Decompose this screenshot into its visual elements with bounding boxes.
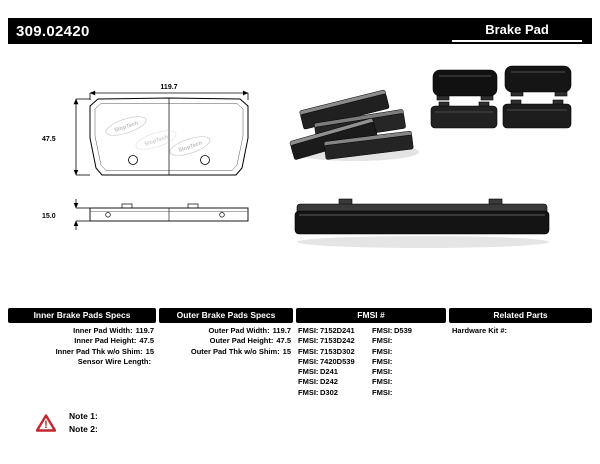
spec-value: 119.7 <box>272 326 291 335</box>
inner-specs-rows: Inner Pad Width:119.7 Inner Pad Height:4… <box>8 326 156 367</box>
fmsi-label: FMSI: <box>372 367 393 377</box>
fmsi-value: D302 <box>320 387 338 397</box>
spec-row: Outer Pad Height:47.5 <box>159 336 293 346</box>
spec-label: Hardware Kit #: <box>452 326 508 335</box>
spec-row: Hardware Kit #: <box>449 326 592 336</box>
fmsi-header: FMSI # <box>296 308 446 323</box>
spec-value: 15 <box>282 346 291 356</box>
fmsi-label: FMSI: <box>298 346 319 356</box>
fmsi-row: FMSI: <box>372 388 444 398</box>
spec-row: Inner Pad Thk w/o Shim:15 <box>8 347 156 357</box>
fmsi-label: FMSI: <box>372 387 393 397</box>
fmsi-row: FMSI: <box>372 377 444 387</box>
fmsi-value: 7420D539 <box>320 356 355 366</box>
fmsi-label: FMSI: <box>298 326 319 335</box>
fmsi-label: FMSI: <box>372 356 393 366</box>
warning-icon: ! <box>36 414 56 432</box>
inner-specs-column: Inner Brake Pads Specs Inner Pad Width:1… <box>8 308 156 367</box>
fmsi-row: FMSI:7153D242 <box>298 336 372 346</box>
fmsi-row: FMSI:7152D241 <box>298 326 372 336</box>
fmsi-value: D242 <box>320 377 338 387</box>
fmsi-label: FMSI: <box>298 377 319 387</box>
fmsi-row: FMSI: <box>372 347 444 357</box>
watermark-text: StopTech <box>114 120 140 134</box>
product-photos <box>289 65 572 248</box>
outer-specs-rows: Outer Pad Width:119.7 Outer Pad Height:4… <box>159 326 293 357</box>
related-parts-rows: Hardware Kit #: <box>449 326 592 336</box>
fmsi-label: FMSI: <box>298 356 319 366</box>
product-photo-long-pad <box>294 198 550 248</box>
fmsi-label: FMSI: <box>372 346 393 356</box>
fmsi-value: 7152D241 <box>320 326 355 335</box>
related-parts-column: Related Parts Hardware Kit #: <box>449 308 592 336</box>
technical-drawing: 119.7 47.5 StopTech StopTech <box>42 84 249 230</box>
inner-specs-header: Inner Brake Pads Specs <box>8 308 156 323</box>
fmsi-rows: FMSI:7152D241 FMSI:7153D242 FMSI:7153D30… <box>296 326 446 398</box>
spec-value: 119.7 <box>135 326 154 335</box>
fmsi-row: FMSI: <box>372 367 444 377</box>
pad-side-view <box>89 203 249 222</box>
fmsi-column: FMSI # FMSI:7152D241 FMSI:7153D242 FMSI:… <box>296 308 446 398</box>
spec-value: 47.5 <box>139 336 154 346</box>
fmsi-label: FMSI: <box>372 326 393 335</box>
fmsi-row: FMSI:7153D302 <box>298 347 372 357</box>
spec-row: Outer Pad Thk w/o Shim:15 <box>159 347 293 357</box>
spec-table: Inner Brake Pads Specs Inner Pad Width:1… <box>0 308 600 408</box>
fmsi-row: FMSI:D242 <box>298 377 372 387</box>
thickness-dimension-label: 15.0 <box>42 213 56 220</box>
spec-label: Inner Pad Thk w/o Shim: <box>55 346 143 356</box>
fmsi-row: FMSI:D241 <box>298 367 372 377</box>
fmsi-row: FMSI:7420D539 <box>298 357 372 367</box>
product-type-label: Brake Pad <box>452 20 582 42</box>
product-photo-pad-cluster <box>289 89 419 161</box>
fmsi-label: FMSI: <box>372 377 393 387</box>
spec-label: Inner Pad Height: <box>74 336 137 346</box>
spec-row: Sensor Wire Length: <box>8 357 156 367</box>
fmsi-row: FMSI:D302 <box>298 388 372 398</box>
watermark-text: StopTech <box>144 134 170 148</box>
pad-front-view <box>89 97 249 176</box>
spec-row: Inner Pad Height:47.5 <box>8 336 156 346</box>
fmsi-row: FMSI: <box>372 357 444 367</box>
fmsi-subcolumn-2: FMSI:D539 FMSI: FMSI: FMSI: FMSI: FMSI: … <box>372 326 444 398</box>
spec-value: 15 <box>145 346 154 356</box>
spec-label: Outer Pad Thk w/o Shim: <box>190 346 280 356</box>
warning-exclamation: ! <box>44 419 48 431</box>
related-parts-header: Related Parts <box>449 308 592 323</box>
note-2-label: Note 2: <box>69 424 98 434</box>
watermark-text: StopTech <box>178 140 204 154</box>
header-bar: 309.02420 Brake Pad <box>8 18 592 44</box>
note-1-label: Note 1: <box>69 411 98 421</box>
spec-label: Inner Pad Width: <box>73 326 133 335</box>
spec-row: Outer Pad Width:119.7 <box>159 326 293 336</box>
fmsi-label: FMSI: <box>372 336 393 346</box>
fmsi-value: D241 <box>320 367 338 377</box>
note-lines: Note 1: Note 2: <box>69 410 98 436</box>
height-dimension <box>73 98 90 176</box>
part-number: 309.02420 <box>16 22 90 40</box>
fmsi-value: D539 <box>394 326 412 335</box>
spec-value: 47.5 <box>276 336 291 346</box>
height-dimension-label: 47.5 <box>42 136 56 143</box>
fmsi-label: FMSI: <box>298 387 319 397</box>
spec-label: Sensor Wire Length: <box>77 356 151 366</box>
fmsi-label: FMSI: <box>298 367 319 377</box>
outer-specs-column: Outer Brake Pads Specs Outer Pad Width:1… <box>159 308 293 357</box>
watermark-logos: StopTech StopTech StopTech <box>105 116 211 156</box>
spec-row: Inner Pad Width:119.7 <box>8 326 156 336</box>
fmsi-value: 7153D242 <box>320 336 355 346</box>
thickness-dimension <box>73 199 90 230</box>
fmsi-label: FMSI: <box>298 336 319 346</box>
fmsi-value: 7153D302 <box>320 346 355 356</box>
fmsi-row: FMSI:D539 <box>372 326 444 336</box>
width-dimension-label: 119.7 <box>160 84 177 91</box>
outer-specs-header: Outer Brake Pads Specs <box>159 308 293 323</box>
notes-section: ! Note 1: Note 2: <box>36 410 98 436</box>
spec-label: Outer Pad Width: <box>208 326 270 335</box>
fmsi-subcolumn-1: FMSI:7152D241 FMSI:7153D242 FMSI:7153D30… <box>296 326 372 398</box>
fmsi-row: FMSI: <box>372 336 444 346</box>
spec-label: Outer Pad Height: <box>209 336 274 346</box>
product-photo-pad-pairs <box>430 65 572 129</box>
